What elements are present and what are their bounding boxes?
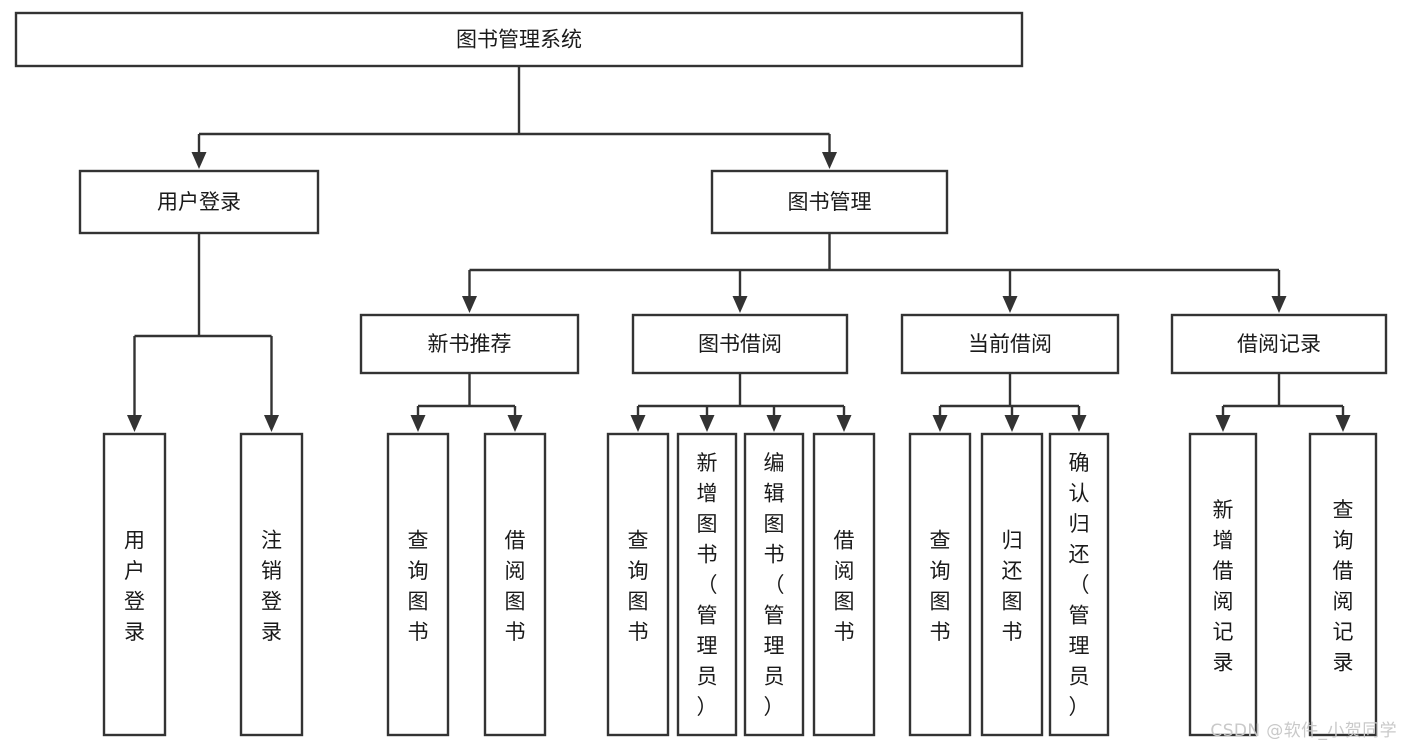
node-box[interactable] (980, 432, 1044, 737)
node-box[interactable] (606, 432, 670, 737)
arrow-head-icon (932, 415, 948, 432)
node-box[interactable] (1048, 432, 1110, 737)
arrow-head-icon (1215, 415, 1231, 432)
node-leaf-user-login[interactable]: 用户登录 (102, 432, 167, 737)
node-box[interactable] (1170, 313, 1388, 375)
node-box[interactable] (743, 432, 805, 737)
node-box[interactable] (676, 432, 738, 737)
node-label: 图书借阅 (698, 332, 782, 356)
node-box[interactable] (78, 169, 320, 235)
node-label: 用户登录 (124, 528, 145, 644)
node-book-borrow[interactable]: 图书借阅 (631, 313, 849, 375)
arrow-head-icon (699, 415, 715, 432)
arrow-head-icon (127, 415, 142, 432)
node-box[interactable] (14, 11, 1024, 68)
node-box[interactable] (483, 432, 547, 737)
node-borrow-record[interactable]: 借阅记录 (1170, 313, 1388, 375)
node-label: 注销登录 (261, 528, 282, 644)
node-label: 借阅图书 (505, 528, 526, 644)
node-leaf-query-record[interactable]: 查询借阅记录 (1308, 432, 1378, 737)
arrow-head-icon (264, 415, 279, 432)
node-box[interactable] (710, 169, 949, 235)
arrow-head-icon (1335, 415, 1351, 432)
node-layer: 图书管理系统用户登录图书管理新书推荐图书借阅当前借阅借阅记录用户登录注销登录查询… (14, 11, 1388, 737)
node-leaf-query-book-3[interactable]: 查询图书 (908, 432, 972, 737)
connector-group-root (191, 66, 837, 169)
node-box[interactable] (812, 432, 876, 737)
node-label: 用户登录 (157, 190, 241, 214)
connector-group-new-book-rec (410, 373, 523, 432)
node-label: 借阅图书 (834, 528, 855, 644)
node-label: 图书管理 (788, 190, 872, 214)
node-leaf-return-book[interactable]: 归还图书 (980, 432, 1044, 737)
node-box[interactable] (1188, 432, 1258, 737)
connector-group-user-login (127, 233, 279, 432)
node-box[interactable] (239, 432, 304, 737)
node-box[interactable] (102, 432, 167, 737)
node-box[interactable] (908, 432, 972, 737)
node-label: 新增图书（管理员） (697, 451, 718, 719)
connector-layer (127, 66, 1351, 432)
node-new-book-rec[interactable]: 新书推荐 (359, 313, 580, 375)
arrow-head-icon (507, 415, 523, 432)
node-leaf-logout[interactable]: 注销登录 (239, 432, 304, 737)
node-box[interactable] (386, 432, 450, 737)
node-leaf-borrow-book-1[interactable]: 借阅图书 (483, 432, 547, 737)
node-box[interactable] (1308, 432, 1378, 737)
arrow-head-icon (766, 415, 782, 432)
node-label: 图书管理系统 (456, 28, 582, 52)
node-label: 当前借阅 (968, 332, 1052, 356)
arrow-head-icon (191, 152, 207, 169)
node-book-manage[interactable]: 图书管理 (710, 169, 949, 235)
node-leaf-add-record[interactable]: 新增借阅记录 (1188, 432, 1258, 737)
node-label: 查询借阅记录 (1333, 498, 1354, 675)
node-leaf-add-book[interactable]: 新增图书（管理员） (676, 432, 738, 737)
node-leaf-query-book-2[interactable]: 查询图书 (606, 432, 670, 737)
watermark-label: CSDN @软件_小贺同学 (1210, 721, 1397, 741)
node-leaf-borrow-book-2[interactable]: 借阅图书 (812, 432, 876, 737)
node-label: 确认归还（管理员） (1069, 451, 1090, 719)
arrow-head-icon (462, 296, 477, 313)
arrow-head-icon (630, 415, 646, 432)
node-user-login[interactable]: 用户登录 (78, 169, 320, 235)
arrow-head-icon (732, 296, 748, 313)
node-label: 查询图书 (628, 528, 649, 644)
node-box[interactable] (359, 313, 580, 375)
arrow-head-icon (1071, 415, 1087, 432)
node-label: 新书推荐 (428, 332, 512, 356)
node-label: 归还图书 (1002, 528, 1023, 644)
node-box[interactable] (631, 313, 849, 375)
arrow-head-icon (410, 415, 426, 432)
connector-group-borrow-record (1215, 373, 1351, 432)
connector-group-book-borrow (630, 373, 852, 432)
node-label: 编辑图书（管理员） (764, 451, 785, 719)
node-box[interactable] (900, 313, 1120, 375)
connector-group-book-manage (462, 233, 1287, 313)
node-label: 查询图书 (930, 528, 951, 644)
node-label: 查询图书 (408, 528, 429, 644)
node-current-borrow[interactable]: 当前借阅 (900, 313, 1120, 375)
arrow-head-icon (1271, 296, 1287, 313)
connector-group-current-borrow (932, 373, 1087, 432)
arrow-head-icon (822, 152, 837, 169)
node-leaf-confirm-return[interactable]: 确认归还（管理员） (1048, 432, 1110, 737)
node-label: 新增借阅记录 (1213, 498, 1234, 675)
node-root[interactable]: 图书管理系统 (14, 11, 1024, 68)
arrow-head-icon (1004, 415, 1020, 432)
arrow-head-icon (1002, 296, 1018, 313)
node-label: 借阅记录 (1237, 332, 1321, 356)
arrow-head-icon (836, 415, 852, 432)
node-leaf-edit-book[interactable]: 编辑图书（管理员） (743, 432, 805, 737)
node-leaf-query-book-1[interactable]: 查询图书 (386, 432, 450, 737)
